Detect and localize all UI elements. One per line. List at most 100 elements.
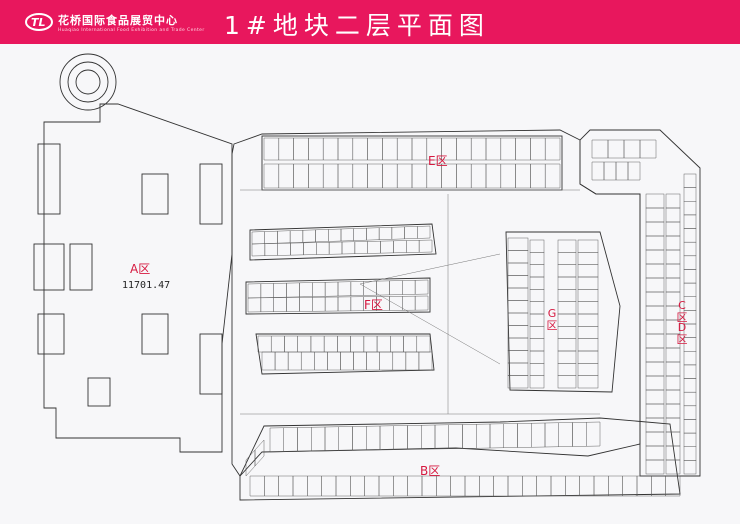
- shop-cell-cd: [645, 333, 665, 349]
- shop-cell-f: [363, 280, 377, 296]
- shop-cell-f: [271, 335, 285, 353]
- shop-cell-b: [579, 475, 595, 497]
- shop-cell-f: [391, 226, 405, 240]
- shop-cell-cd: [665, 277, 681, 293]
- shop-cell-e: [293, 137, 309, 161]
- shop-cell-cd: [683, 364, 697, 379]
- shop-cell-cd: [665, 235, 681, 251]
- shop-cell-cd: [665, 361, 681, 377]
- shop-cell-f: [328, 241, 343, 255]
- shop-cell-b: [665, 475, 681, 497]
- shop-cell-b: [254, 439, 265, 467]
- shop-cell-g: [577, 239, 599, 253]
- shop-cell-e: [337, 163, 354, 189]
- shop-cell-e: [530, 137, 546, 161]
- shop-cell-cd: [645, 319, 665, 335]
- shop-cell-cd: [683, 432, 697, 447]
- shop-cell-cd: [683, 446, 697, 461]
- shop-cell-cd: [645, 305, 665, 321]
- shop-cell-g: [557, 326, 577, 339]
- shop-cell-f: [418, 351, 433, 371]
- shop-cell-cd: [665, 417, 681, 433]
- shop-cell-cd: [665, 207, 681, 223]
- shop-cell-e: [293, 163, 309, 189]
- shop-cell-cd: [615, 161, 629, 181]
- zone-g-outline: [505, 231, 621, 393]
- zone-f-row-2: [245, 277, 431, 315]
- shop-cell-g: [557, 338, 577, 352]
- shop-cell-e: [367, 163, 383, 189]
- shop-cell-f: [261, 351, 276, 371]
- zone-c-label: C区: [676, 299, 688, 324]
- rotunda-inner: [75, 69, 101, 95]
- shop-cell-cd: [645, 221, 665, 237]
- shop-cell-f: [417, 225, 431, 239]
- shop-cell-cd: [645, 263, 665, 279]
- shop-cell-g: [577, 276, 599, 290]
- shop-cell-cd: [683, 351, 697, 366]
- shop-cell-cd: [683, 269, 697, 284]
- shop-cell-f: [393, 240, 407, 254]
- shop-cell-f: [353, 351, 367, 371]
- shop-cell-f: [316, 242, 330, 255]
- shop-cell-g: [557, 289, 577, 302]
- shop-cell-b: [297, 427, 312, 452]
- shop-cell-e: [382, 137, 398, 161]
- shop-cell-f: [337, 335, 351, 353]
- shop-cell-g: [557, 301, 577, 315]
- shop-cell-e: [396, 163, 413, 189]
- shop-cell-b: [558, 422, 573, 447]
- shop-cell-g: [577, 289, 599, 302]
- shop-cell-g: [557, 363, 577, 376]
- shop-cell-g: [507, 362, 529, 376]
- shop-cell-f: [257, 335, 272, 353]
- shop-cell-f: [315, 229, 329, 243]
- shop-cell-cd: [683, 419, 697, 434]
- shop-cell-b: [517, 423, 532, 448]
- shop-cell-e: [308, 163, 324, 189]
- shop-cell-g: [507, 275, 529, 289]
- shop-cell-b: [264, 475, 279, 497]
- zone-d-label: D区: [676, 321, 688, 346]
- shop-cell-b: [622, 475, 638, 497]
- shop-cell-cd: [683, 187, 697, 202]
- shop-cell-cd: [645, 403, 665, 419]
- shop-cell-b: [436, 475, 451, 497]
- shop-cell-f: [277, 230, 291, 244]
- shop-cell-cd: [645, 361, 665, 377]
- shop-cell-e: [515, 137, 531, 161]
- shop-cell-f: [380, 240, 394, 254]
- shop-cell-cd: [665, 375, 681, 391]
- shop-cell-b: [393, 475, 408, 497]
- brand-name-english: Huaqiao International Food Exhibition an…: [58, 28, 205, 33]
- shop-cell-f: [297, 335, 312, 353]
- shop-cell-e: [367, 137, 383, 161]
- header-bar: TL 花桥国际食品展贸中心 Huaqiao International Food…: [0, 0, 740, 44]
- shop-cell-e: [456, 137, 472, 161]
- zone-f-label: F区: [364, 298, 383, 312]
- shop-cell-f: [379, 351, 393, 371]
- shop-cell-b: [522, 475, 537, 497]
- shop-cell-b: [636, 475, 652, 497]
- shop-cell-b: [366, 425, 381, 451]
- shop-cell-g: [529, 338, 545, 352]
- shop-cell-f: [286, 282, 300, 298]
- shop-cell-g: [577, 326, 599, 339]
- shop-cell-cd: [639, 139, 657, 159]
- shop-cell-f: [392, 351, 407, 371]
- shop-cell-b: [536, 475, 552, 497]
- shop-cell-e: [485, 163, 502, 189]
- shop-cell-cd: [645, 193, 665, 209]
- shop-cell-cd: [665, 459, 681, 475]
- shop-cell-f: [251, 231, 265, 245]
- shop-cell-f: [416, 335, 431, 353]
- shop-cell-e: [396, 137, 413, 161]
- shop-cell-g: [557, 313, 577, 327]
- shop-cell-g: [577, 264, 599, 278]
- shop-cell-e: [411, 163, 428, 189]
- shop-cell-f: [366, 227, 380, 241]
- shop-cell-g: [507, 350, 529, 364]
- shop-cell-f: [403, 335, 417, 353]
- shop-cell-f: [323, 335, 338, 353]
- shop-cell-e: [308, 137, 324, 161]
